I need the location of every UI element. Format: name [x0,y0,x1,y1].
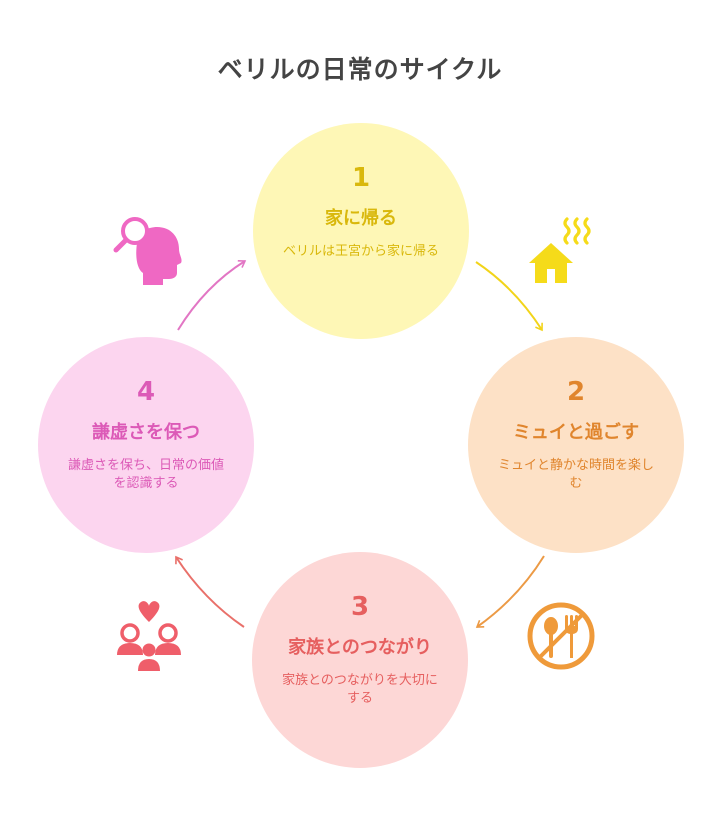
fork-spoon-icon [527,602,595,670]
step-1-node: 1 家に帰る ベリルは王宮から家に帰る [253,123,469,339]
step-heading: ミュイと過ごす [512,422,640,443]
house-steam-icon [529,217,591,283]
arrow-1-to-2 [475,261,543,332]
step-number: 3 [350,592,370,622]
step-3-node: 3 家族とのつながり 家族とのつながりを大切にする [252,552,468,768]
step-heading: 謙虚さを保つ [92,422,200,443]
step-2-node: 2 ミュイと過ごす ミュイと静かな時間を楽しむ [468,337,684,553]
diagram-title: ベリルの日常のサイクル [217,55,503,84]
family-heart-icon [117,601,181,671]
step-description: 家族とのつながりを大切にする [282,673,438,706]
step-number: 1 [351,163,371,193]
head-magnifier-icon [113,217,182,285]
step-description: ベリルは王宮から家に帰る [283,244,440,259]
step-heading: 家に帰る [325,208,397,229]
step-number: 4 [136,377,156,407]
step-4-node: 4 謙虚さを保つ 謙虚さを保ち、日常の価値を認識する [38,337,254,553]
step-description: 謙虚さを保ち、日常の価値を認識する [68,458,225,491]
step-heading: 家族とのつながり [288,637,432,658]
arrow-3-to-4 [175,555,245,628]
arrow-2-to-3 [475,555,545,628]
arrow-4-to-1 [177,259,247,331]
step-number: 2 [566,377,586,407]
step-description: ミュイと静かな時間を楽しむ [498,458,655,491]
